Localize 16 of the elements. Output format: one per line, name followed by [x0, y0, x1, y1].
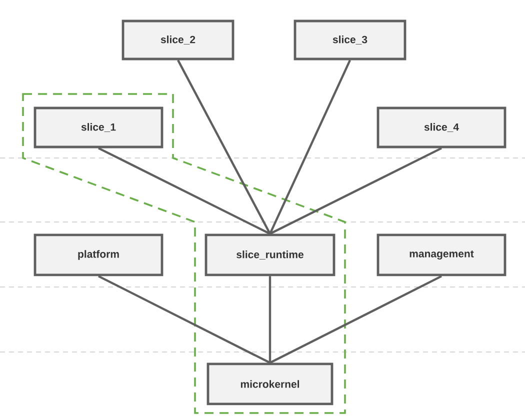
component-box: platform [34, 234, 164, 276]
connector-line [177, 60, 271, 234]
component-box: slice_3 [294, 20, 406, 60]
component-box: slice_1 [34, 106, 164, 148]
connector-line [270, 147, 442, 235]
component-box: microkernel [206, 362, 334, 406]
connector-line [268, 276, 272, 363]
component-box: management [376, 234, 506, 276]
connector-line [98, 147, 270, 235]
group-outline [22, 93, 346, 414]
component-box: slice_runtime [204, 234, 336, 276]
connector-line [98, 275, 270, 364]
connector-line [269, 60, 351, 234]
connector-line [270, 275, 442, 364]
component-box: slice_4 [376, 106, 506, 148]
component-box: slice_2 [122, 20, 234, 60]
